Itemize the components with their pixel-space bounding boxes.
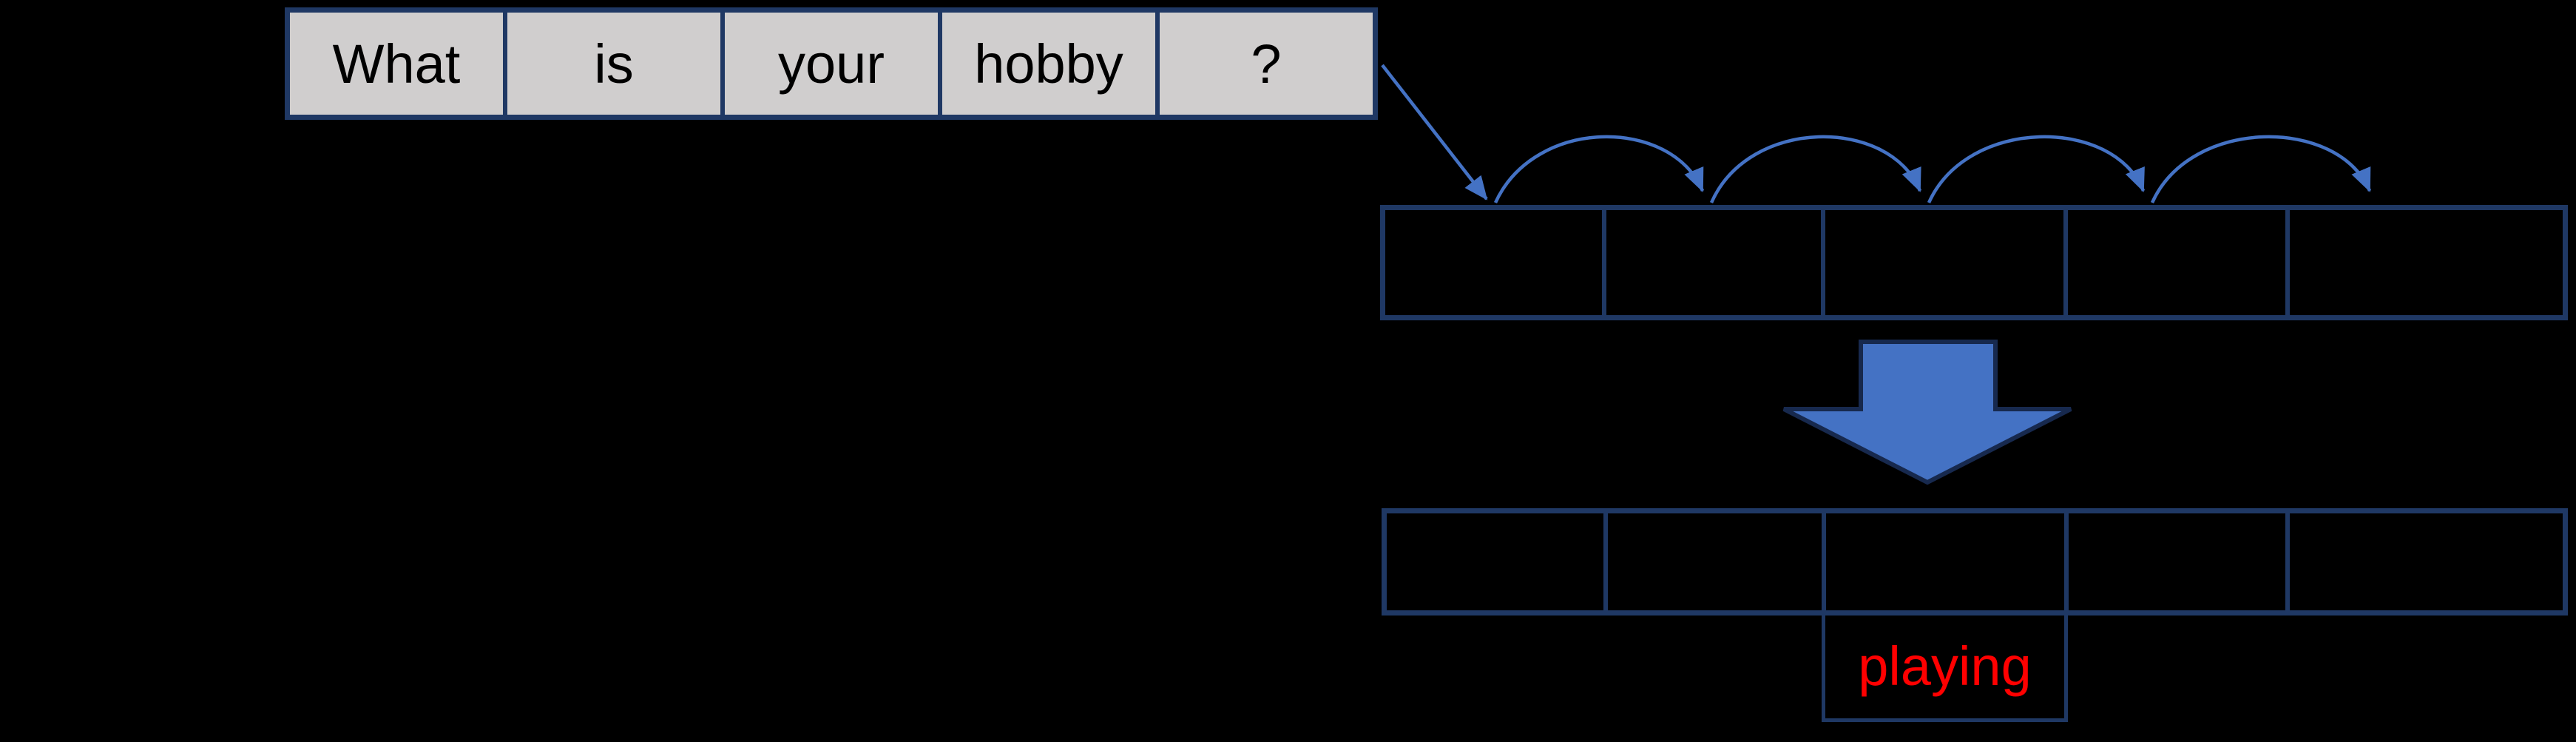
embedding-cell [1602,210,1821,315]
hop-arc-arrow-2 [1709,135,1922,203]
embedding-cell [1821,210,2063,315]
token-cell: hobby [938,13,1155,115]
predicted-word-cell: playing [1822,614,2068,722]
embedding-cell [2063,210,2285,315]
hop-arc-arrow-3 [1927,135,2146,203]
token-cell: What [290,13,503,115]
output-cell [2285,513,2563,610]
embedding-cell [1385,210,1602,315]
predicted-word-label: playing [1858,635,2032,697]
process-down-arrow-icon [1782,340,2072,485]
output-cell [2064,513,2285,610]
sentence-token-row: What is your hobby ? [285,7,1378,120]
token-cell: is [503,13,720,115]
output-cell [1603,513,1822,610]
hop-arc-arrow-4 [2150,135,2372,203]
output-cell [1387,513,1603,610]
output-cell [1822,513,2064,610]
hop-arc-arrow-1 [1493,135,1705,203]
token-cell: your [720,13,938,115]
token-cell: ? [1155,13,1373,115]
input-connector-arrow [1381,64,1488,200]
embedding-row [1380,205,2568,320]
embedding-cell [2285,210,2563,315]
output-row [1382,508,2568,615]
